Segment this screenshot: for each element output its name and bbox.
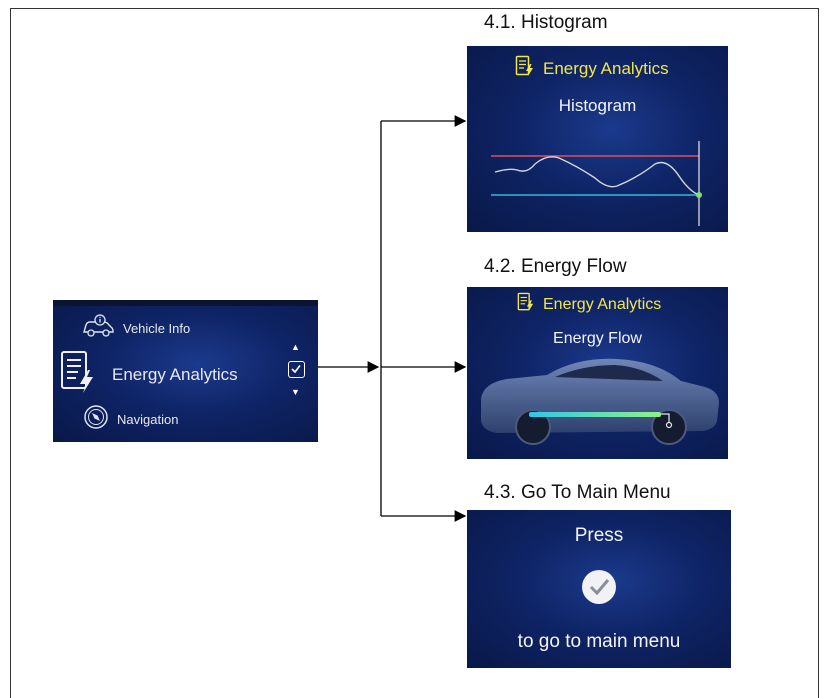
menu-item-vehicle-info[interactable]: Vehicle Info [81,314,190,343]
car-illustration [481,358,719,445]
flow-end-marker [665,421,673,429]
heading-histogram: 4.1. Histogram [484,12,608,33]
current-point-marker [696,192,702,198]
energy-document-icon [517,292,535,317]
menu-item-navigation[interactable]: Navigation [83,404,178,435]
histogram-graph [491,141,702,226]
energy-curve [494,156,700,196]
menu-item-energy-analytics[interactable]: Energy Analytics [60,350,238,399]
select-checkbox-icon[interactable] [288,361,305,378]
scroll-down-icon[interactable]: ▼ [291,387,300,397]
energy-flow-bar [529,412,661,417]
heading-main-menu: 4.3. Go To Main Menu [484,482,671,503]
app-title: Energy Analytics [543,295,662,313]
energy-document-icon [515,55,535,82]
menu-item-label: Energy Analytics [112,364,238,384]
checkmark-button-icon[interactable] [582,570,616,604]
app-title-row: Energy Analytics [517,292,661,317]
scroll-controls: ▲ ▼ [285,342,309,402]
flow-connectors [318,115,467,522]
flow-connector [661,413,670,423]
screen-subtitle: Energy Flow [553,330,642,347]
prompt-press: Press [574,525,624,546]
app-title: Energy Analytics [543,58,669,78]
car-info-icon [81,314,115,343]
heading-energy-flow: 4.2. Energy Flow [484,256,627,277]
energy-flow-screen: Energy Analytics Energy Flow [467,287,728,459]
scroll-up-icon[interactable]: ▲ [291,342,300,352]
menu-item-label: Navigation [117,412,179,427]
menu-item-label: Vehicle Info [123,321,191,336]
screen-top-strip [53,300,318,306]
histogram-screen: Energy Analytics Histogram [467,46,728,232]
diagram-frame [10,8,819,698]
energy-document-icon [60,350,98,399]
prompt-main-menu: to go to main menu [517,631,681,652]
screen-subtitle: Histogram [558,96,637,115]
main-menu-screen: Vehicle Info Energy Analytics Navigation [53,300,318,442]
front-wheel-icon [515,409,551,445]
compass-icon [83,404,109,435]
app-title-row: Energy Analytics [515,55,669,82]
main-menu-prompt-screen: Press to go to main menu [467,510,731,668]
car-windows [555,365,663,381]
